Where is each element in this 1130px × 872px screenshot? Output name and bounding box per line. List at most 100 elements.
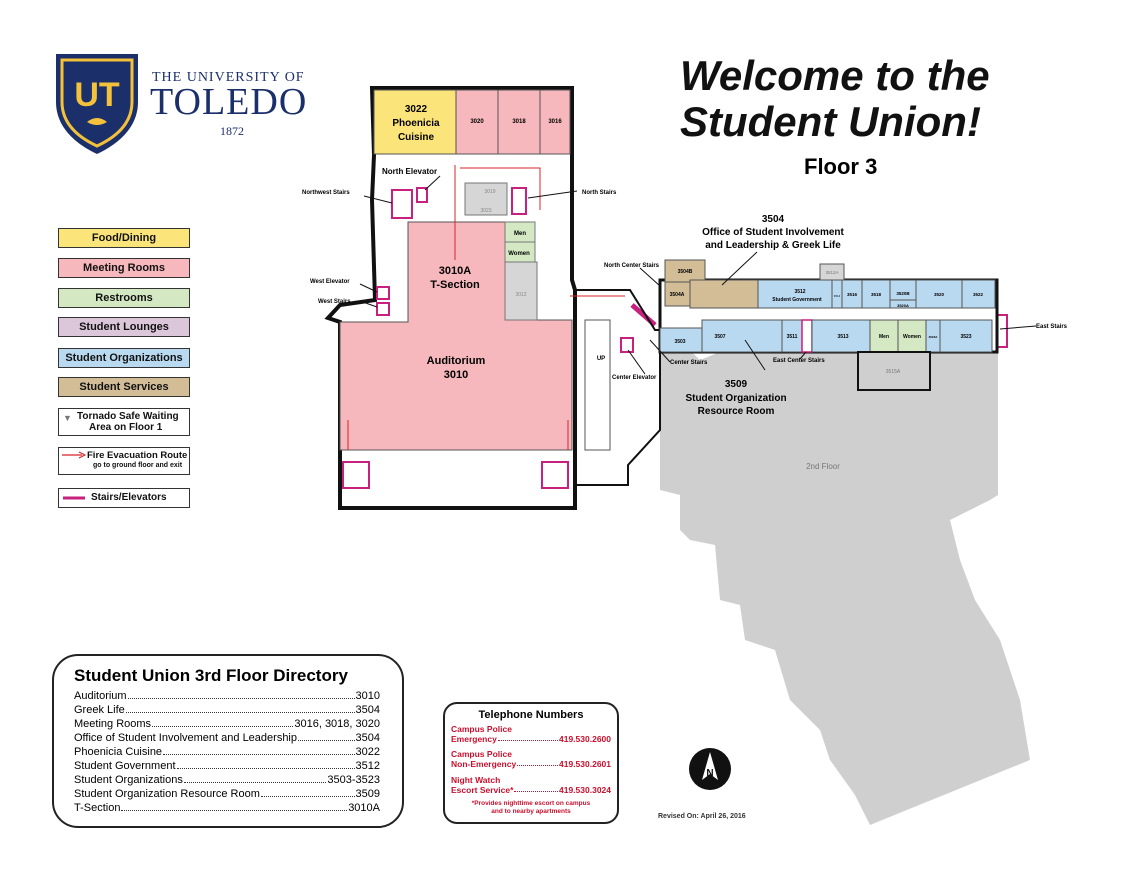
northwest-stairs <box>391 189 413 219</box>
svg-text:3023: 3023 <box>480 208 491 214</box>
legend-student-services: Student Services <box>58 377 190 397</box>
restroom-women-north <box>504 241 536 263</box>
svg-text:3518: 3518 <box>871 292 882 297</box>
legend-tornado: ▼ Tornado Safe Waiting Area on Floor 1 <box>58 408 190 436</box>
center-elevator-label: Center Elevator <box>612 375 657 381</box>
legend-student-lounges: Student Lounges <box>58 317 190 337</box>
label-3509-name2: Resource Room <box>698 406 775 417</box>
legend-student-organizations: Student Organizations <box>58 348 190 368</box>
title-line1: Welcome to the <box>680 52 990 99</box>
stairs-line-icon <box>63 496 85 500</box>
svg-text:3504A: 3504A <box>670 292 685 298</box>
legend-restrooms: Restrooms <box>58 288 190 308</box>
svg-text:3520: 3520 <box>934 292 945 297</box>
svg-text:Women: Women <box>508 251 530 257</box>
north-arrow-icon: N <box>689 748 731 790</box>
svg-text:3507: 3507 <box>714 334 725 340</box>
room-3520 <box>915 279 963 309</box>
directory-title: Student Union 3rd Floor Directory <box>74 666 348 685</box>
svg-text:3512: 3512 <box>794 289 805 295</box>
svg-text:3515A: 3515A <box>886 369 901 375</box>
legend-food-dining: Food/Dining <box>58 228 190 248</box>
room-3019 <box>464 182 508 216</box>
label-3504-name2: and Leadership & Greek Life <box>705 240 841 251</box>
telephone-title: Telephone Numbers <box>478 709 584 721</box>
north-stairs <box>511 187 527 215</box>
legend-meeting-rooms: Meeting Rooms <box>58 258 190 278</box>
svg-text:3513: 3513 <box>837 334 848 340</box>
founded-year: 1872 <box>220 124 244 138</box>
southeast-stairs <box>541 461 569 489</box>
svg-text:3010A: 3010A <box>439 265 471 277</box>
revised-date: Revised On: April 26, 2016 <box>658 813 746 820</box>
university-line2: TOLEDO <box>150 81 308 123</box>
svg-text:UP: UP <box>597 356 605 362</box>
svg-text:3512A: 3512A <box>825 270 838 275</box>
east-center-stairs <box>801 319 813 353</box>
phone-entry: Night Watch Escort Service*419.530.3024 <box>451 775 611 795</box>
room-3504a <box>664 281 691 307</box>
room-3504 <box>689 279 759 309</box>
svg-text:3523A: 3523A <box>929 335 939 339</box>
second-floor-label: 2nd Floor <box>806 462 840 471</box>
room-3020 <box>455 89 499 155</box>
svg-text:3523: 3523 <box>960 334 971 340</box>
svg-text:3018: 3018 <box>512 119 526 125</box>
svg-text:3520B: 3520B <box>896 291 910 296</box>
center-stairs-label: Center Stairs <box>670 360 708 366</box>
svg-text:T-Section: T-Section <box>430 279 480 291</box>
svg-text:Men: Men <box>879 334 889 340</box>
svg-text:Auditorium: Auditorium <box>427 355 486 367</box>
southwest-stairs <box>342 461 370 489</box>
label-3504: 3504 <box>762 214 785 225</box>
center-elevator <box>620 337 634 353</box>
tornado-icon: ▼ <box>63 413 72 423</box>
floor-label: Floor 3 <box>804 154 878 179</box>
svg-text:Student Government: Student Government <box>772 297 822 303</box>
university-line1: THE UNIVERSITY OF <box>152 70 305 85</box>
room-3515a <box>857 351 931 391</box>
room-3507 <box>701 319 783 353</box>
svg-text:3522: 3522 <box>973 292 984 297</box>
east-center-stairs-label: East Center Stairs <box>773 358 825 364</box>
room-3512 <box>757 279 843 309</box>
logo-letters: UT <box>74 76 120 114</box>
north-elevator <box>416 187 428 203</box>
north-stairs-label: North Stairs <box>582 190 617 196</box>
northwest-stairs-label: Northwest Stairs <box>302 190 350 196</box>
north-elevator-label: North Elevator <box>382 167 437 176</box>
room-3012 <box>504 261 538 321</box>
svg-text:3503: 3503 <box>674 339 685 345</box>
legend-stairs: Stairs/Elevators <box>58 488 190 508</box>
east-stairs-label: East Stairs <box>1036 324 1068 330</box>
room-3018 <box>497 89 541 155</box>
west-elevator <box>376 286 390 300</box>
legend-fire-route: Fire Evacuation Route go to ground floor… <box>58 447 190 475</box>
svg-text:Phoenicia: Phoenicia <box>392 118 440 129</box>
svg-text:N: N <box>706 768 713 779</box>
phone-note: *Provides nighttime escort on campus and… <box>471 800 591 815</box>
label-3509-name1: Student Organization <box>685 393 786 404</box>
room-3022 <box>373 89 457 155</box>
west-stairs <box>376 302 390 316</box>
svg-text:3016: 3016 <box>548 119 562 125</box>
label-3504-name1: Office of Student Involvement <box>702 227 844 238</box>
directory-row: Office of Student Involvement and Leader… <box>74 732 380 744</box>
room-3520b <box>889 279 917 301</box>
svg-text:3511: 3511 <box>787 334 798 340</box>
svg-text:Cuisine: Cuisine <box>398 132 435 143</box>
svg-text:3520A: 3520A <box>897 303 909 308</box>
restroom-men-east <box>869 319 899 353</box>
svg-text:3012: 3012 <box>515 292 526 298</box>
room-3522 <box>961 279 996 309</box>
